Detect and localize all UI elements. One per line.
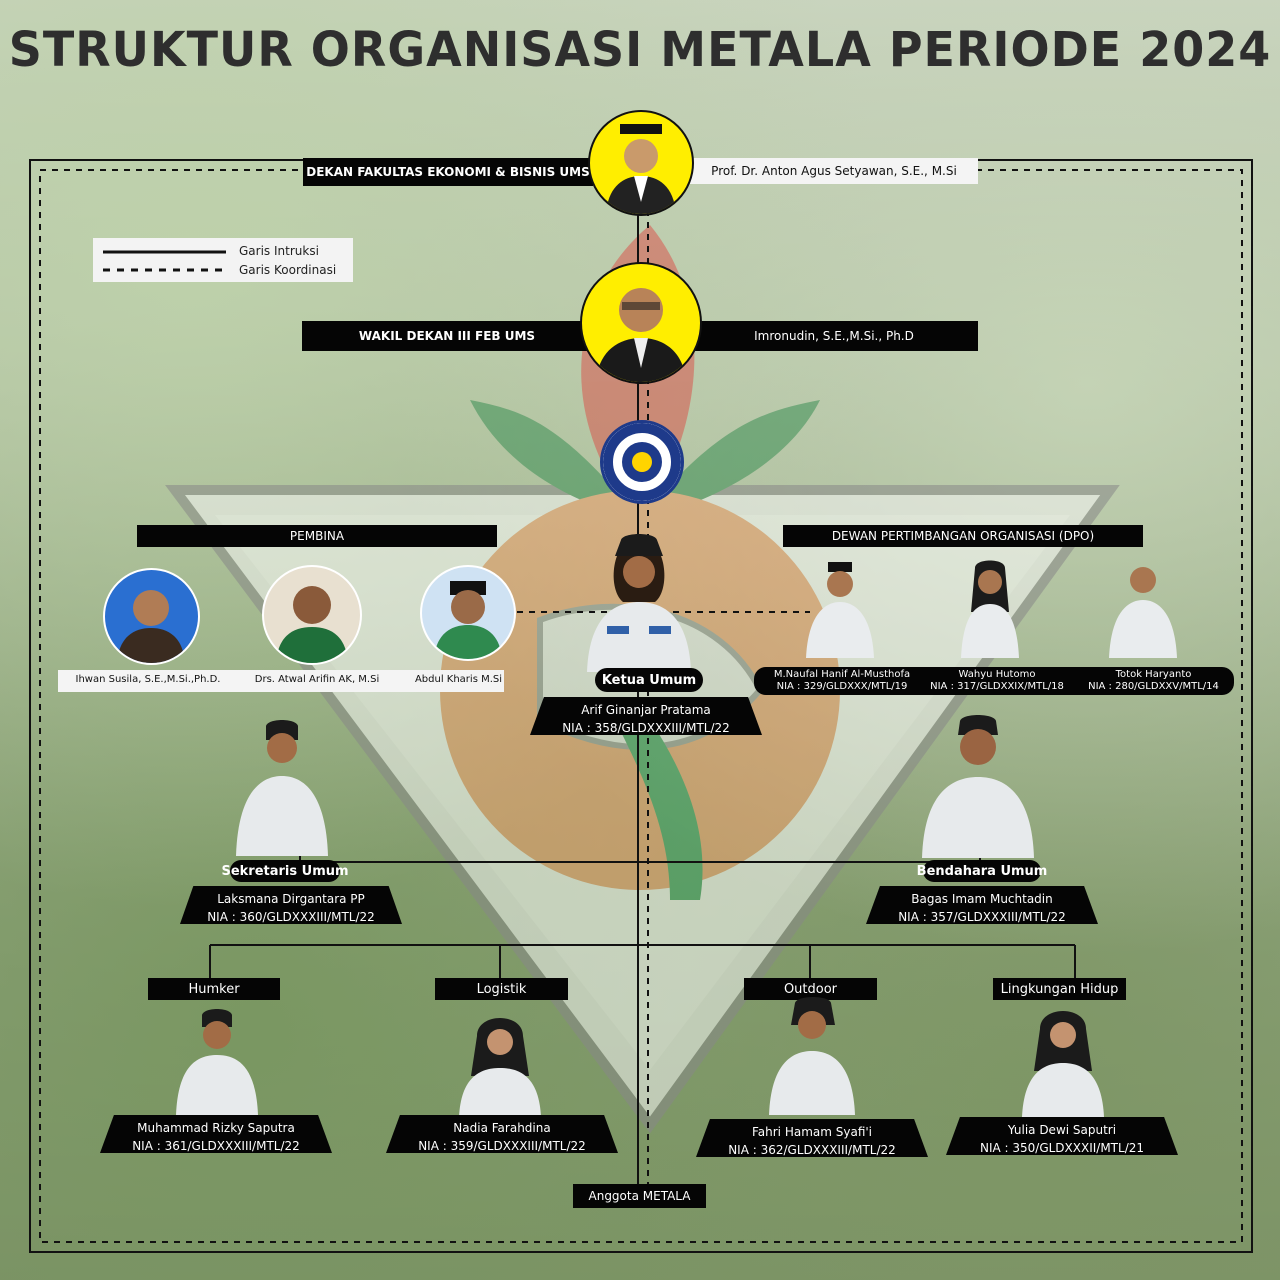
logistik-info: Nadia Farahdina NIA : 359/GLDXXXIII/MTL/… — [386, 1115, 618, 1153]
lingkungan-nia: NIA : 350/GLDXXXII/MTL/21 — [979, 1141, 1145, 1155]
sekretaris-name: Laksmana Dirgantara PP — [217, 892, 365, 906]
pembina-header: PEMBINA — [137, 525, 497, 547]
legend-lines — [103, 250, 226, 272]
dpo-nia-3: NIA : 280/GLDXXV/MTL/14 — [1088, 681, 1219, 692]
lingkungan-photo — [1022, 1011, 1104, 1117]
person-icon — [596, 288, 686, 382]
lingkungan-info: Yulia Dewi Saputri NIA : 350/GLDXXXII/MT… — [946, 1117, 1178, 1155]
humker-nia: NIA : 361/GLDXXXIII/MTL/22 — [132, 1139, 300, 1153]
dpo-photo-1 — [806, 562, 874, 658]
person-icon — [276, 586, 348, 663]
ketua-info: Arif Ginanjar Pratama NIA : 358/GLDXXXII… — [530, 697, 762, 735]
dpo-nia-2: NIA : 317/GLDXXIX/MTL/18 — [930, 681, 1064, 692]
humker-name: Muhammad Rizky Saputra — [137, 1121, 295, 1135]
wakil-photo — [580, 262, 702, 384]
outdoor-photo — [769, 997, 855, 1115]
wakil-role-bar: WAKIL DEKAN III FEB UMS — [302, 321, 592, 351]
pembina-name-1: Ihwan Susila, S.E.,M.Si.,Ph.D. — [75, 674, 221, 685]
dpo-info-bar — [754, 667, 1234, 695]
dekan-name-bar: Prof. Dr. Anton Agus Setyawan, S.E., M.S… — [690, 158, 978, 184]
bendahara-name: Bagas Imam Muchtadin — [911, 892, 1053, 906]
dekan-role-bar: DEKAN FAKULTAS EKONOMI & BISNIS UMS — [303, 158, 593, 186]
lingkungan-name: Yulia Dewi Saputri — [1007, 1123, 1117, 1137]
pembina-photo-1 — [103, 568, 200, 665]
legend-solid-label: Garis Intruksi — [239, 244, 319, 258]
pembina-name-2: Drs. Atwal Arifin AK, M.Si — [254, 674, 380, 685]
humker-photo — [176, 1009, 258, 1115]
dpo-photo-2 — [961, 560, 1019, 658]
ketua-role: Ketua Umum — [595, 668, 703, 692]
division-label-outdoor: Outdoor — [744, 978, 877, 1000]
outdoor-info: Fahri Hamam Syafi'i NIA : 362/GLDXXXIII/… — [696, 1119, 928, 1157]
pembina-photo-2 — [262, 565, 362, 665]
bendahara-info: Bagas Imam Muchtadin NIA : 357/GLDXXXIII… — [866, 886, 1098, 924]
bendahara-nia: NIA : 357/GLDXXXIII/MTL/22 — [898, 910, 1066, 924]
sekretaris-nia: NIA : 360/GLDXXXIII/MTL/22 — [207, 910, 375, 924]
logistik-nia: NIA : 359/GLDXXXIII/MTL/22 — [418, 1139, 586, 1153]
page-title: STRUKTUR ORGANISASI METALA PERIODE 2024 — [8, 20, 1272, 78]
pembina-name-3: Abdul Kharis M.Si — [414, 674, 503, 685]
wakil-name-bar: Imronudin, S.E.,M.Si., Ph.D — [690, 321, 978, 351]
ums-seal-icon — [603, 423, 681, 501]
legend-dashed-label: Garis Koordinasi — [239, 263, 337, 277]
dpo-name-1: M.Naufal Hanif Al-Musthofa — [773, 669, 911, 680]
humker-info: Muhammad Rizky Saputra NIA : 361/GLDXXXI… — [100, 1115, 332, 1153]
dekan-photo — [588, 110, 694, 216]
sekretaris-info: Laksmana Dirgantara PP NIA : 360/GLDXXXI… — [180, 886, 402, 924]
bendahara-photo — [922, 715, 1034, 858]
dpo-name-3: Totok Haryanto — [1115, 669, 1192, 680]
outdoor-nia: NIA : 362/GLDXXXIII/MTL/22 — [728, 1143, 896, 1157]
logistik-photo — [459, 1018, 541, 1117]
division-label-logistik: Logistik — [435, 978, 568, 1000]
anggota-bar: Anggota METALA — [573, 1184, 706, 1208]
sekretaris-role: Sekretaris Umum — [221, 860, 349, 882]
ketua-photo — [587, 534, 691, 672]
dpo-member-1: M.Naufal Hanif Al-Musthofa NIA : 329/GLD… — [762, 669, 922, 693]
person-icon — [117, 590, 185, 663]
ketua-nia: NIA : 358/GLDXXXIII/MTL/22 — [562, 721, 730, 735]
dpo-member-3: Totok Haryanto NIA : 280/GLDXXV/MTL/14 — [1076, 669, 1231, 693]
division-label-lingkungan: Lingkungan Hidup — [993, 978, 1126, 1000]
dpo-name-2: Wahyu Hutomo — [958, 669, 1036, 680]
dpo-nia-1: NIA : 329/GLDXXX/MTL/19 — [776, 681, 908, 692]
pembina-names-bar — [58, 670, 504, 692]
person-icon — [434, 581, 502, 659]
bendahara-role: Bendahara Umum — [917, 860, 1047, 882]
pembina-photo-3 — [420, 565, 516, 661]
legend: Garis Intruksi Garis Koordinasi — [93, 238, 353, 282]
person-icon — [606, 124, 676, 214]
dpo-photo-3 — [1109, 567, 1177, 658]
logistik-name: Nadia Farahdina — [453, 1121, 551, 1135]
outdoor-name: Fahri Hamam Syafi'i — [751, 1125, 873, 1139]
dpo-header: DEWAN PERTIMBANGAN ORGANISASI (DPO) — [783, 525, 1143, 547]
ketua-name: Arif Ginanjar Pratama — [581, 703, 711, 717]
sekretaris-photo — [236, 720, 328, 856]
dpo-member-2: Wahyu Hutomo NIA : 317/GLDXXIX/MTL/18 — [922, 669, 1072, 693]
division-label-humker: Humker — [148, 978, 280, 1000]
ums-logo — [600, 420, 684, 504]
